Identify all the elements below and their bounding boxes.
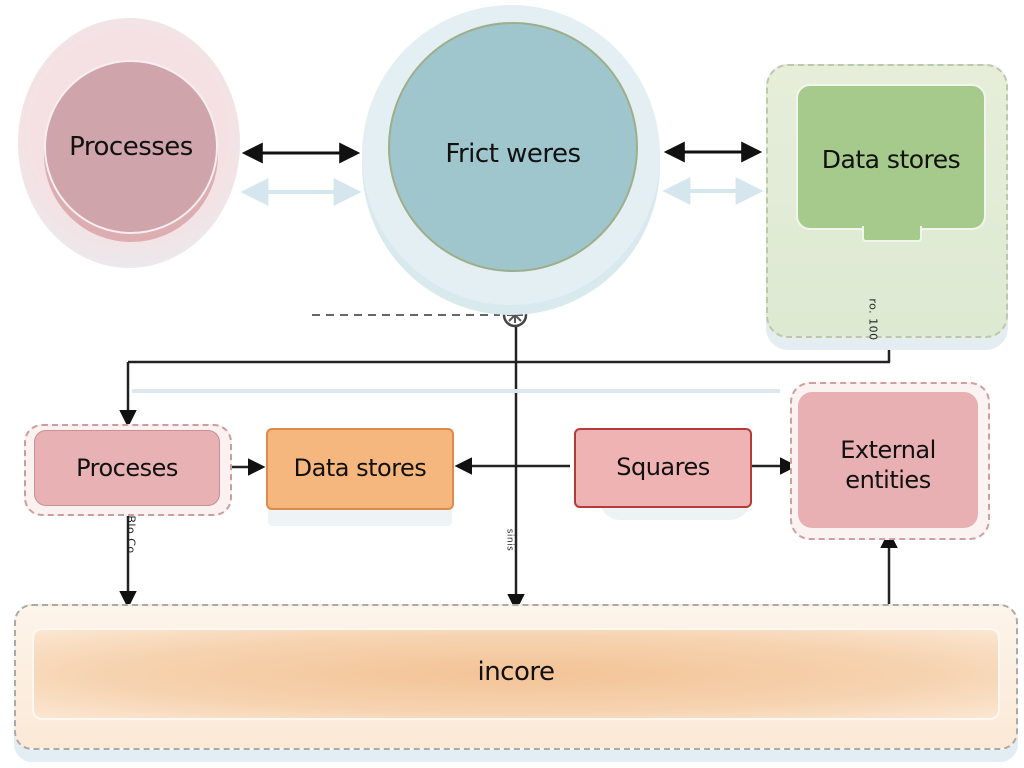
data-stores-box-label: Data stores <box>293 454 427 482</box>
center-circle-label: Frict weres <box>445 139 581 169</box>
bottom-bar-label: incore <box>477 657 555 687</box>
squares-box-label: Squares <box>616 453 710 481</box>
edge-label-center: sinis <box>504 528 515 552</box>
squares-box[interactable]: Squares <box>574 428 752 508</box>
data-stores-top-tab <box>862 226 922 242</box>
data-stores-top-label: Data stores <box>821 144 961 174</box>
processes-box-label: Proceses <box>76 454 178 482</box>
edge-label-right: ro. 100 <box>866 298 880 341</box>
processes-box[interactable]: Proceses <box>34 430 220 506</box>
processes-circle[interactable]: Processes <box>44 60 218 234</box>
data-stores-top[interactable]: Data stores <box>796 84 986 230</box>
snowflake-wheel-icon <box>502 302 528 328</box>
external-entities-label: External entities <box>840 436 936 494</box>
edge-label-left: Blo Co <box>124 515 138 554</box>
data-stores-box[interactable]: Data stores <box>266 428 454 510</box>
processes-circle-label: Processes <box>69 132 193 162</box>
center-circle[interactable]: Frict weres <box>388 22 638 272</box>
bottom-bar[interactable]: incore <box>32 628 1000 720</box>
external-entities-box[interactable]: External entities <box>798 392 978 528</box>
